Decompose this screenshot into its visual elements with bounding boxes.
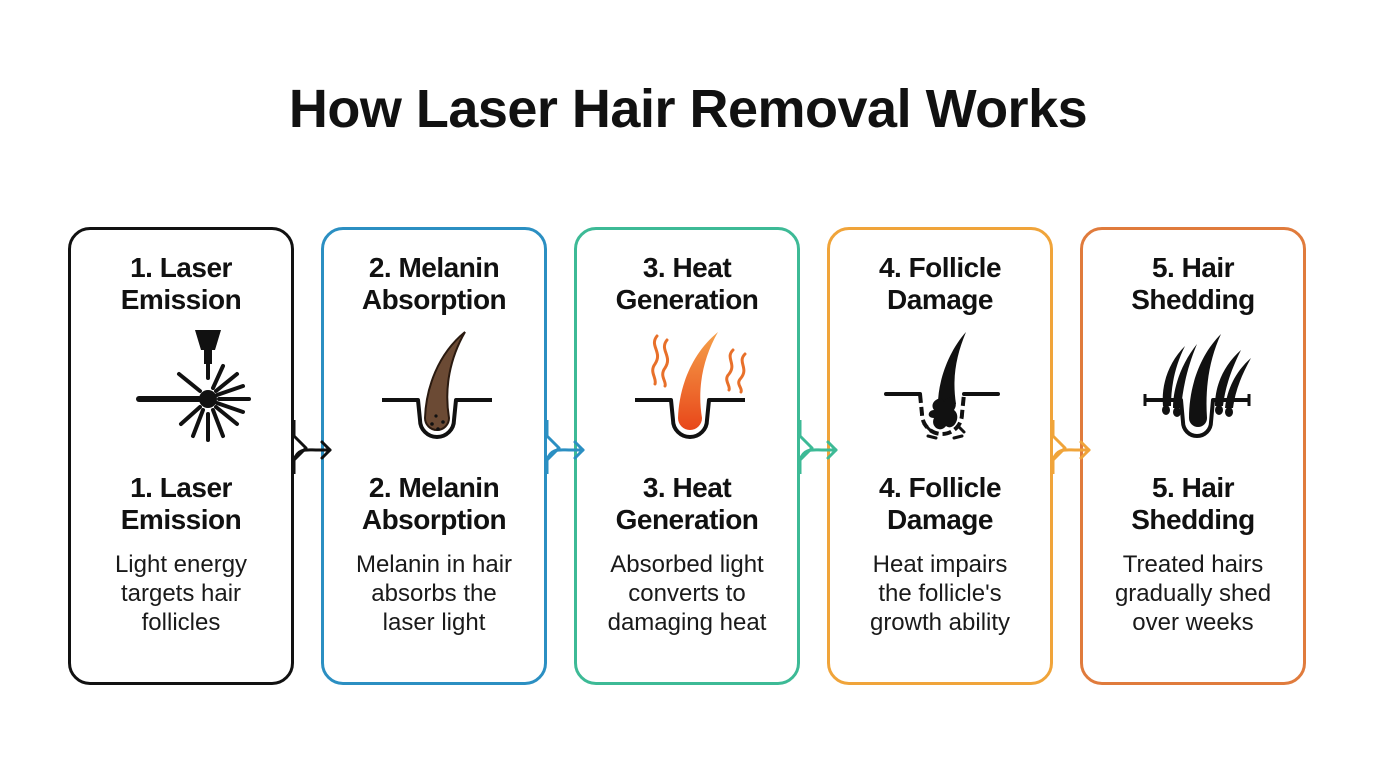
step-2-subtitle: 2. Melanin Absorption (361, 472, 507, 535)
hair-follicle-icon (382, 331, 492, 439)
step-2-title: 2. Melanin Absorption (361, 252, 507, 315)
step-card-5: 5. Hair Shedding 5. Hair Shedding Treate… (1080, 227, 1306, 685)
step-card-2: 2. Melanin Absorption 2. Melanin Absorpt… (321, 227, 547, 685)
step-2-description: Melanin in hair absorbs the laser light (355, 551, 513, 636)
connector-arrow-2 (545, 420, 585, 474)
damaged-follicle-icon (884, 332, 1000, 440)
connector-arrow-3 (798, 420, 838, 474)
step-card-3: 3. Heat Generation 3. Heat Generation Ab… (574, 227, 800, 685)
step-3-subtitle: 3. Heat Generation (615, 472, 759, 535)
shedding-hair-icon (1143, 334, 1251, 438)
step-4-description: Heat impairs the follicle's growth abili… (869, 551, 1011, 636)
laser-emitter-icon (136, 330, 251, 442)
step-4-subtitle: 4. Follicle Damage (878, 472, 1002, 535)
page-title: How Laser Hair Removal Works (288, 79, 1088, 139)
step-3-description: Absorbed light converts to damaging heat (607, 551, 767, 636)
step-5-subtitle: 5. Hair Shedding (1131, 472, 1255, 535)
connector-arrow-4 (1051, 420, 1091, 474)
step-1-title: 1. Laser Emission (120, 252, 242, 315)
step-card-4: 4. Follicle Damage 4. Follicle Damage He… (827, 227, 1053, 685)
step-card-1: 1. Laser Emission 1. Laser Emission Ligh… (68, 227, 294, 685)
step-3-title: 3. Heat Generation (615, 252, 759, 315)
step-5-description: Treated hairs gradually shed over weeks (1114, 551, 1272, 636)
connector-arrow-1 (292, 420, 332, 474)
step-5-title: 5. Hair Shedding (1131, 252, 1255, 315)
step-4-title: 4. Follicle Damage (878, 252, 1002, 315)
step-1-description: Light energy targets hair follicles (114, 551, 248, 636)
heated-follicle-icon (635, 332, 747, 439)
step-1-subtitle: 1. Laser Emission (120, 472, 242, 535)
